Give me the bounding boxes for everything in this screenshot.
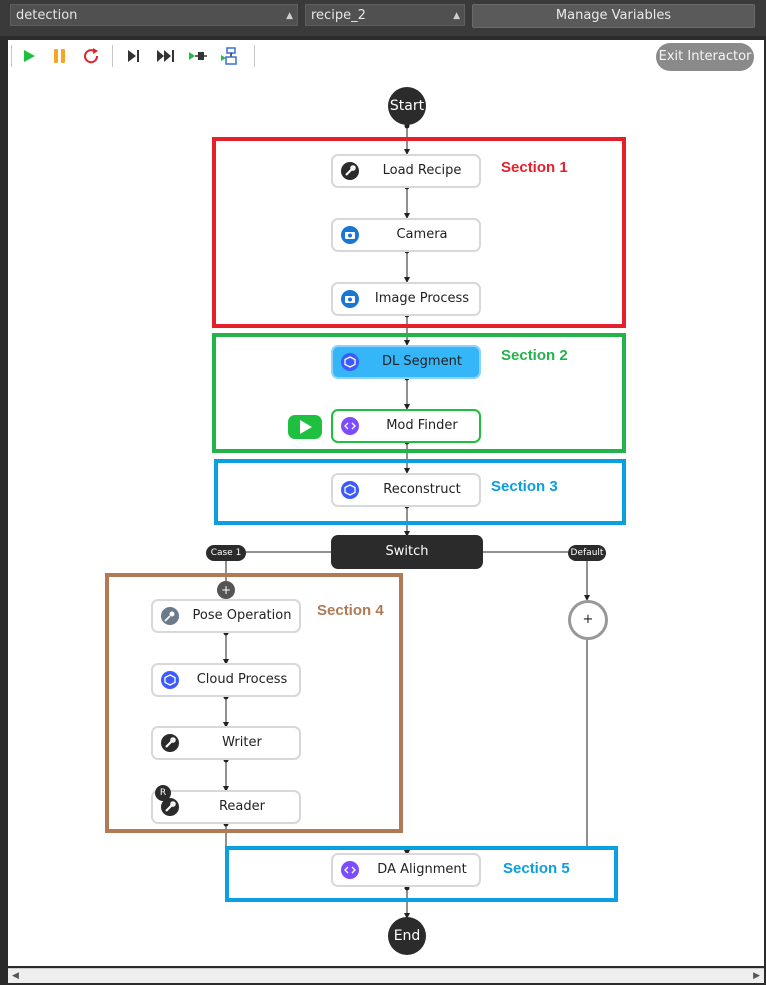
node-label: Writer: [222, 735, 262, 750]
section-1-label: Section 1: [501, 159, 568, 176]
run-toolbar: [8, 40, 256, 70]
camera-node[interactable]: Camera: [331, 218, 481, 252]
toolbar-divider: [11, 45, 12, 67]
horizontal-scrollbar[interactable]: ◀ ▶: [8, 968, 764, 983]
restart-icon[interactable]: [82, 47, 102, 65]
reconstruct-node[interactable]: Reconstruct: [331, 473, 481, 507]
case-1-pill[interactable]: Case 1: [206, 545, 246, 561]
manage-variables-button[interactable]: Manage Variables: [472, 4, 755, 28]
toolbar-divider: [254, 45, 255, 67]
run-indicator-play-icon[interactable]: [288, 415, 322, 439]
fast-forward-icon[interactable]: [156, 47, 176, 65]
switch-node[interactable]: Switch: [331, 535, 483, 569]
key-icon: [161, 607, 179, 625]
camera-icon: [341, 226, 359, 244]
node-label: Image Process: [374, 291, 470, 306]
pipeline-select[interactable]: detection ▲: [10, 4, 298, 26]
play-icon[interactable]: [20, 47, 40, 65]
scroll-right-icon[interactable]: ▶: [753, 971, 760, 981]
code-icon: [341, 417, 359, 435]
pipeline-select-value: detection: [16, 8, 78, 23]
node-label: Reader: [218, 799, 265, 814]
updown-icon: ▲: [286, 11, 293, 21]
top-bar: detection ▲ recipe_2 ▲ Manage Variables: [0, 0, 766, 36]
updown-icon: ▲: [453, 11, 460, 21]
section-2-box: [212, 333, 626, 453]
cube-icon: [341, 481, 359, 499]
cloud-process-node[interactable]: Cloud Process: [151, 663, 301, 697]
cube-icon: [161, 671, 179, 689]
wrench-icon: [161, 734, 179, 752]
node-label: Cloud Process: [196, 672, 288, 687]
recipe-select-value: recipe_2: [311, 8, 366, 23]
step-icon[interactable]: [124, 47, 144, 65]
camera-icon: [341, 290, 359, 308]
breakpoint-icon[interactable]: [188, 47, 208, 65]
section-4-box: [105, 573, 403, 833]
node-label: Reconstruct: [383, 482, 461, 497]
node-label: DL Segment: [382, 354, 462, 369]
end-node[interactable]: End: [388, 917, 426, 955]
pose-operation-node[interactable]: Pose Operation: [151, 599, 301, 633]
start-node[interactable]: Start: [388, 87, 426, 125]
wrench-icon: [161, 798, 179, 816]
add-step-button[interactable]: +: [217, 581, 235, 599]
exit-interactor-button[interactable]: Exit Interactor: [656, 43, 754, 71]
section-3-label: Section 3: [491, 478, 558, 495]
toolbar-divider: [112, 45, 113, 67]
debug-icon[interactable]: [220, 47, 240, 65]
recipe-select[interactable]: recipe_2 ▲: [305, 4, 465, 26]
node-label: Load Recipe: [382, 163, 462, 178]
node-label: Camera: [396, 227, 448, 242]
section-2-label: Section 2: [501, 347, 568, 364]
dl-segment-node[interactable]: DL Segment: [331, 345, 481, 379]
reader-node[interactable]: Reader: [151, 790, 301, 824]
code-icon: [341, 861, 359, 879]
image-process-node[interactable]: Image Process: [331, 282, 481, 316]
section-1-box: [212, 137, 626, 328]
cube-icon: [341, 353, 359, 371]
load-recipe-node[interactable]: Load Recipe: [331, 154, 481, 188]
writer-node[interactable]: Writer: [151, 726, 301, 760]
default-pill[interactable]: Default: [568, 545, 606, 561]
node-label: DA Alignment: [377, 862, 467, 877]
pause-icon[interactable]: [50, 47, 70, 65]
section-5-label: Section 5: [503, 860, 570, 877]
section-4-label: Section 4: [317, 602, 384, 619]
da-alignment-node[interactable]: DA Alignment: [331, 853, 481, 887]
reader-badge: R: [155, 785, 171, 801]
section-3-box: [214, 459, 626, 525]
mod-finder-node[interactable]: Mod Finder: [331, 409, 481, 443]
node-label: Mod Finder: [386, 418, 458, 433]
scroll-left-icon[interactable]: ◀: [12, 971, 19, 981]
flow-canvas[interactable]: Exit Interactor: [8, 40, 764, 966]
default-add-button[interactable]: +: [568, 600, 608, 640]
section-5-box: [225, 846, 618, 902]
node-label: Pose Operation: [192, 608, 292, 623]
wrench-icon: [341, 162, 359, 180]
